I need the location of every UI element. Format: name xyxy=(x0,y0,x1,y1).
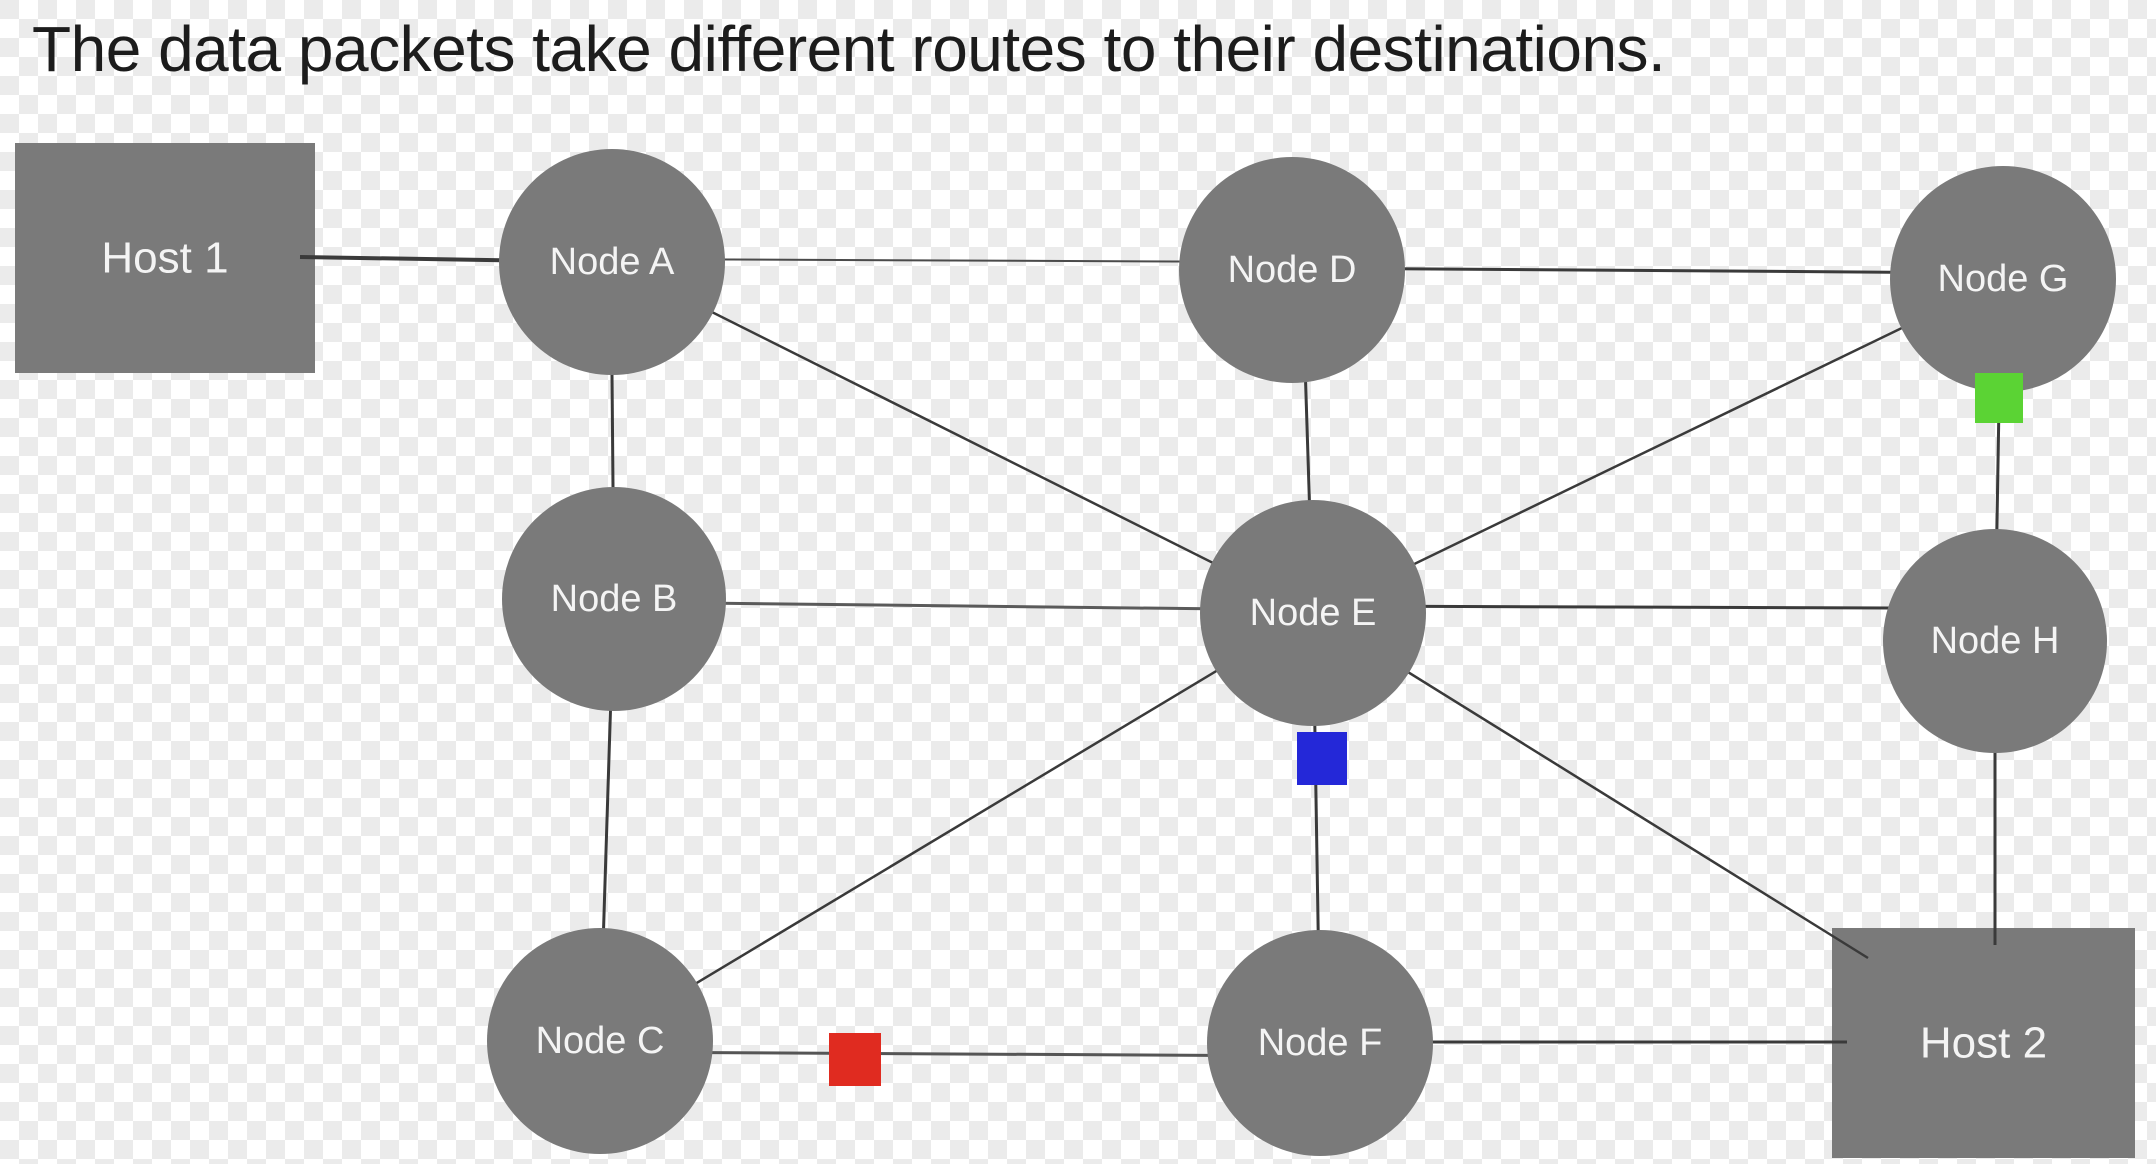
host1-box xyxy=(15,143,315,373)
host2-box xyxy=(1832,928,2135,1158)
host1-label: Host 1 xyxy=(101,234,228,283)
edge-nodeC-nodeE xyxy=(599,611,1314,1043)
edge-nodeA-nodeE xyxy=(611,260,1314,615)
node-f-circle xyxy=(1207,930,1433,1156)
edge-nodeA-nodeD xyxy=(611,258,1293,263)
node-g-label: Node G xyxy=(1938,258,2069,300)
node-b-label: Node B xyxy=(551,578,678,620)
packet-red xyxy=(829,1033,881,1086)
node-d-label: Node D xyxy=(1228,249,1357,291)
node-a-circle xyxy=(499,149,725,375)
node-c-label: Node C xyxy=(536,1020,665,1062)
node-f-label: Node F xyxy=(1258,1022,1383,1064)
edge-nodeC-nodeF xyxy=(599,1050,1321,1058)
edge-nodeB-nodeE xyxy=(613,600,1314,612)
node-h-label: Node H xyxy=(1931,620,2060,662)
host2-label: Host 2 xyxy=(1920,1019,2047,1068)
node-a-label: Node A xyxy=(550,241,675,283)
edge-nodeE-nodeG xyxy=(1312,277,2004,615)
node-g-circle xyxy=(1890,166,2116,392)
packet-blue xyxy=(1297,732,1347,785)
node-b-circle xyxy=(502,487,726,711)
node-h-circle xyxy=(1883,529,2107,753)
node-e-circle xyxy=(1200,500,1426,726)
page-title: The data packets take different routes t… xyxy=(32,13,1666,85)
packet-green xyxy=(1975,373,2023,423)
node-d-circle xyxy=(1179,157,1405,383)
node-c-circle xyxy=(487,928,713,1154)
node-e-label: Node E xyxy=(1250,592,1377,634)
edge-nodeD-nodeG xyxy=(1291,266,2004,275)
